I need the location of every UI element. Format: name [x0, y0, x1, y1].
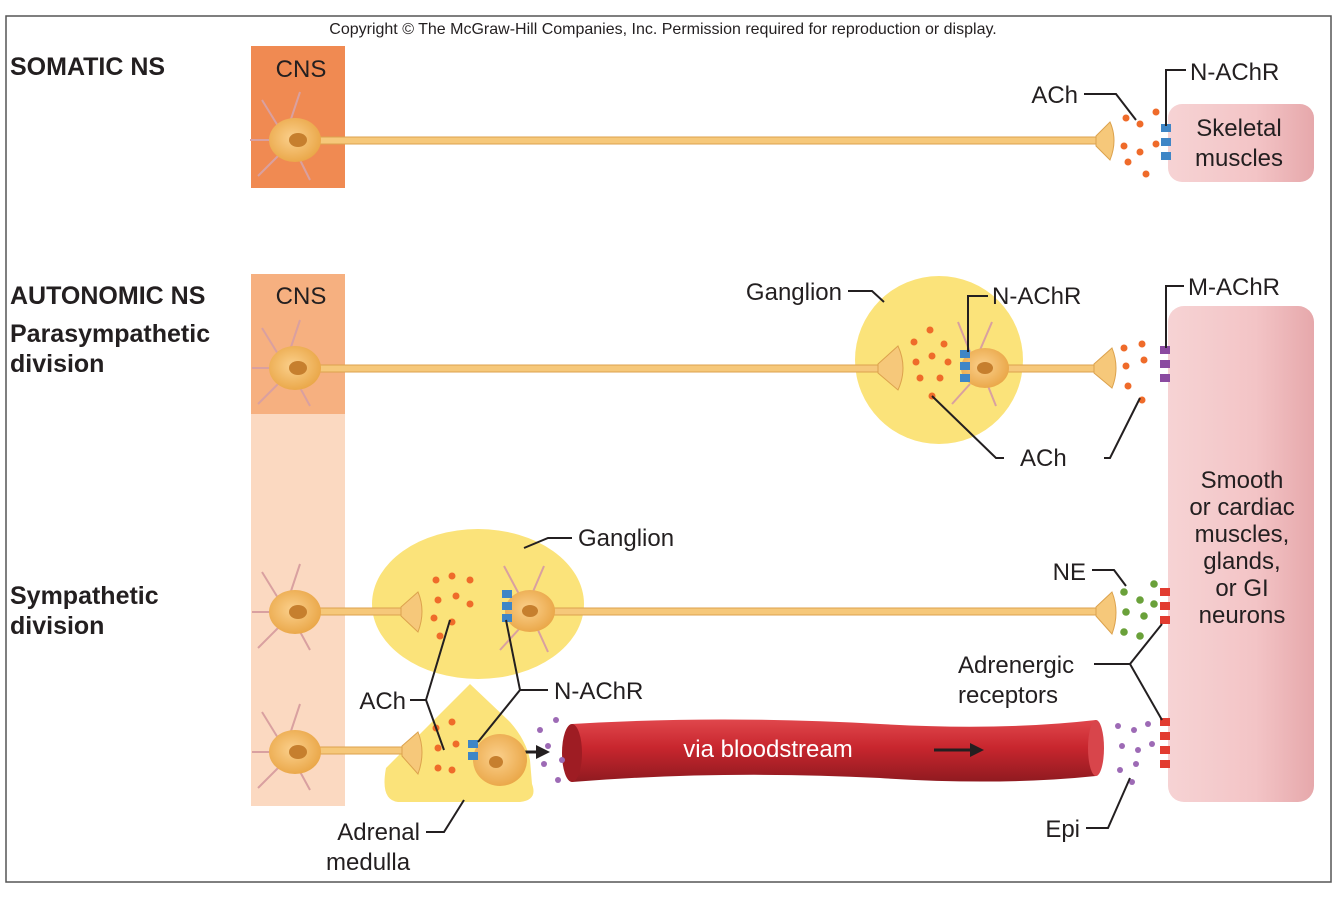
skeletal-muscle-block [1168, 104, 1314, 182]
skeletal-label-1: Skeletal [1196, 115, 1281, 142]
chromaffin-cell [473, 734, 527, 786]
smooth-label-5: or GI [1215, 575, 1268, 602]
n-achr-receptors [468, 124, 1171, 760]
ach-molecules [430, 108, 1160, 774]
leader-lines [410, 69, 1186, 833]
vessel-end [1088, 720, 1104, 776]
heading-sympathetic-1: Sympathetic [10, 582, 159, 610]
terminal-para-pre [877, 345, 904, 391]
heading-parasympathetic-1: Parasympathetic [10, 320, 210, 348]
blood-vessel [572, 719, 1096, 782]
ne-molecules [1120, 580, 1158, 640]
preganglionic-axon-symp [309, 607, 406, 616]
label-adrenergic-2: receptors [958, 682, 1058, 709]
smooth-label-6: neurons [1199, 602, 1286, 629]
cns-label-somatic: CNS [276, 56, 327, 83]
neuron-soma-somatic [250, 91, 321, 181]
flow-arrow-icon [934, 743, 984, 757]
neuron-soma-adrenal-pre [252, 703, 321, 791]
postganglionic-axon-symp [529, 607, 1101, 616]
label-m-achr: M-AChR [1188, 274, 1280, 301]
terminal-symp-post [1095, 591, 1117, 635]
terminal-symp-pre [400, 591, 423, 633]
smooth-muscle-block [1168, 306, 1314, 802]
heading-parasympathetic-2: division [10, 350, 104, 378]
parasympathetic-ganglion [855, 276, 1023, 444]
label-ach-symp: ACh [359, 688, 406, 715]
terminal-adrenal [401, 731, 423, 775]
cns-block-somatic [251, 46, 345, 188]
heading-somatic: SOMATIC NS [10, 53, 165, 81]
copyright-notice: Copyright © The McGraw-Hill Companies, I… [329, 21, 996, 38]
axon-terminals [400, 121, 1117, 775]
neuron-soma-symp-pre [252, 563, 321, 651]
label-adrenal-1: Adrenal [337, 819, 420, 846]
terminal-para-post [1093, 347, 1117, 389]
neuron-cell-bodies [250, 91, 1009, 791]
label-epi: Epi [1045, 816, 1080, 843]
bloodstream-label: via bloodstream [683, 736, 852, 763]
label-ganglion-symp: Ganglion [578, 525, 674, 552]
smooth-label-3: muscles, [1195, 521, 1290, 548]
label-adrenergic-1: Adrenergic [958, 652, 1074, 679]
smooth-label-2: or cardiac [1189, 494, 1294, 521]
preganglionic-axon-para [309, 364, 883, 373]
neuron-soma-para-post [951, 321, 1009, 407]
cns-block-autonomic [251, 274, 345, 414]
neuron-soma-symp-post [499, 565, 555, 653]
smooth-label-4: glands, [1203, 548, 1280, 575]
sympathetic-ganglion [372, 529, 584, 679]
label-n-achr-somatic: N-AChR [1190, 59, 1279, 86]
label-n-achr-symp: N-AChR [554, 678, 643, 705]
m-achr-receptors [1160, 346, 1170, 382]
somatic-axon [309, 136, 1101, 145]
heading-sympathetic-2: division [10, 612, 104, 640]
figure-border [5, 15, 1332, 883]
neuron-soma-para-pre [252, 319, 321, 407]
label-ach-somatic: ACh [1031, 82, 1078, 109]
terminal-somatic [1095, 121, 1115, 161]
skeletal-label-2: muscles [1195, 145, 1283, 172]
vessel-opening [562, 724, 582, 782]
heading-autonomic: AUTONOMIC NS [10, 282, 205, 310]
label-ach-para: ACh [1020, 445, 1067, 472]
label-ne: NE [1053, 559, 1086, 586]
adrenergic-receptor-icons [1160, 588, 1170, 768]
cns-label-autonomic: CNS [276, 283, 327, 310]
smooth-label-1: Smooth [1201, 467, 1284, 494]
label-n-achr-para: N-AChR [992, 283, 1081, 310]
label-ganglion-para: Ganglion [746, 279, 842, 306]
label-adrenal-2: medulla [326, 849, 411, 876]
epi-molecules [537, 717, 1155, 785]
preganglionic-axon-adrenal [309, 746, 407, 755]
